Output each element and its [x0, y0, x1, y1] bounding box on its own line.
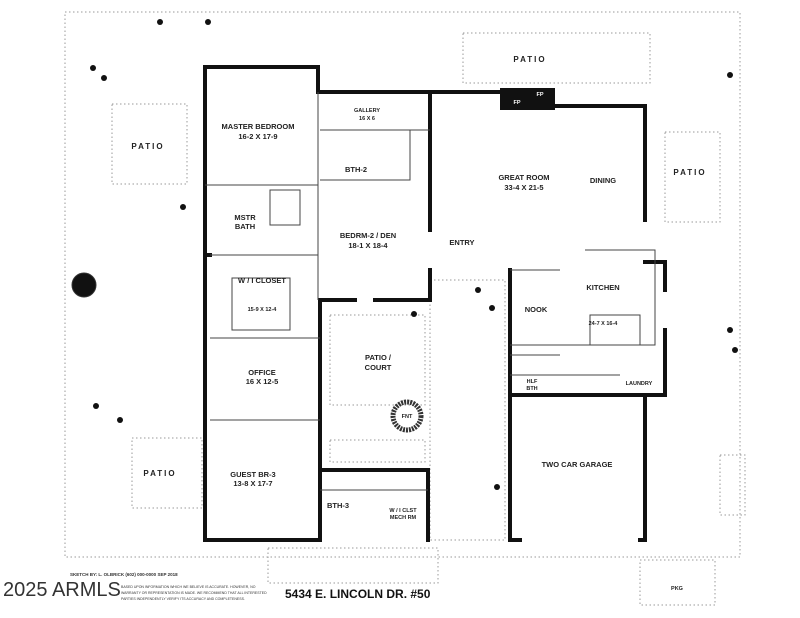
master-bedroom-size: 16-2 X 17-9: [238, 132, 277, 141]
wi-closet-size: 15-9 X 12-4: [248, 307, 278, 313]
gallery-size: 16 X 6: [359, 116, 375, 122]
disclaimer: BASED UPON INFORMATION WHICH WE BELIEVE …: [121, 585, 256, 589]
hlf-bth-label: HLF: [527, 379, 538, 385]
fountain: [390, 399, 424, 433]
office-label: OFFICE: [248, 368, 276, 377]
mstr-bath-label: MSTR: [234, 213, 256, 222]
wi-clst-label: W / I CLST: [389, 508, 417, 514]
bth3-label: BTH-3: [327, 501, 349, 510]
bedrm2-size: 18-1 X 18-4: [348, 241, 388, 250]
site-outline: [64, 11, 746, 606]
gallery-label: GALLERY: [354, 108, 380, 114]
bedrm2-label: BEDRM-2 / DEN: [340, 231, 396, 240]
bth2-label: BTH-2: [345, 165, 367, 174]
plant-icons: [71, 19, 738, 490]
garage-label: TWO CAR GARAGE: [542, 460, 613, 469]
disclaimer: WARRANTY OR REPRESENTATION IS MADE. WE R…: [121, 591, 267, 595]
great-room-size: 33-4 X 21-5: [504, 183, 543, 192]
patio-bottom-left-label: PATIO: [143, 469, 176, 478]
office-size: 16 X 12-5: [246, 377, 279, 386]
laundry-label: LAUNDRY: [626, 381, 653, 387]
mech-rm-label: MECH RM: [390, 515, 417, 521]
kitchen-label: KITCHEN: [586, 283, 619, 292]
dining-label: DINING: [590, 176, 616, 185]
fountain-label: FNT: [402, 414, 413, 420]
patio-top-label: PATIO: [513, 55, 546, 64]
address: 5434 E. LINCOLN DR. #50: [285, 587, 431, 601]
pkg-label: PKG: [671, 586, 683, 592]
guest-br3-label: GUEST BR-3: [230, 470, 275, 479]
walls: [203, 65, 667, 542]
guest-br3-size: 13-8 X 17-7: [233, 479, 272, 488]
patio-court-label: COURT: [365, 363, 392, 372]
patio-left-label: PATIO: [131, 142, 164, 151]
fireplace-label: FP: [513, 100, 520, 106]
entry-label: ENTRY: [449, 238, 474, 247]
fireplace: [500, 88, 555, 110]
sketch-credit: SKETCH BY: L. OLBRICK (602) 000-0000 SEP…: [70, 572, 178, 577]
watermark: 2025 ARMLS: [3, 579, 121, 601]
room-labels: PATIO PATIO PATIO PATIO FP FP MASTER BED…: [131, 55, 706, 592]
patio-right-label: PATIO: [673, 168, 706, 177]
mstr-bath-label: BATH: [235, 222, 255, 231]
wi-closet-label: W / I CLOSET: [238, 276, 286, 285]
interior-walls: [205, 92, 656, 491]
great-room-label: GREAT ROOM: [498, 173, 549, 182]
footer: SKETCH BY: L. OLBRICK (602) 000-0000 SEP…: [3, 572, 431, 601]
disclaimer: PARTIES INDEPENDENTLY VERIFY ITS ACCURAC…: [121, 597, 245, 601]
nook-label: NOOK: [525, 305, 548, 314]
patio-court-label: PATIO /: [365, 353, 392, 362]
hlf-bth-label: BTH: [526, 386, 537, 392]
fireplace-label: FP: [536, 92, 543, 98]
kitchen-size: 24-7 X 16-4: [589, 321, 619, 327]
master-bedroom-label: MASTER BEDROOM: [222, 122, 295, 131]
